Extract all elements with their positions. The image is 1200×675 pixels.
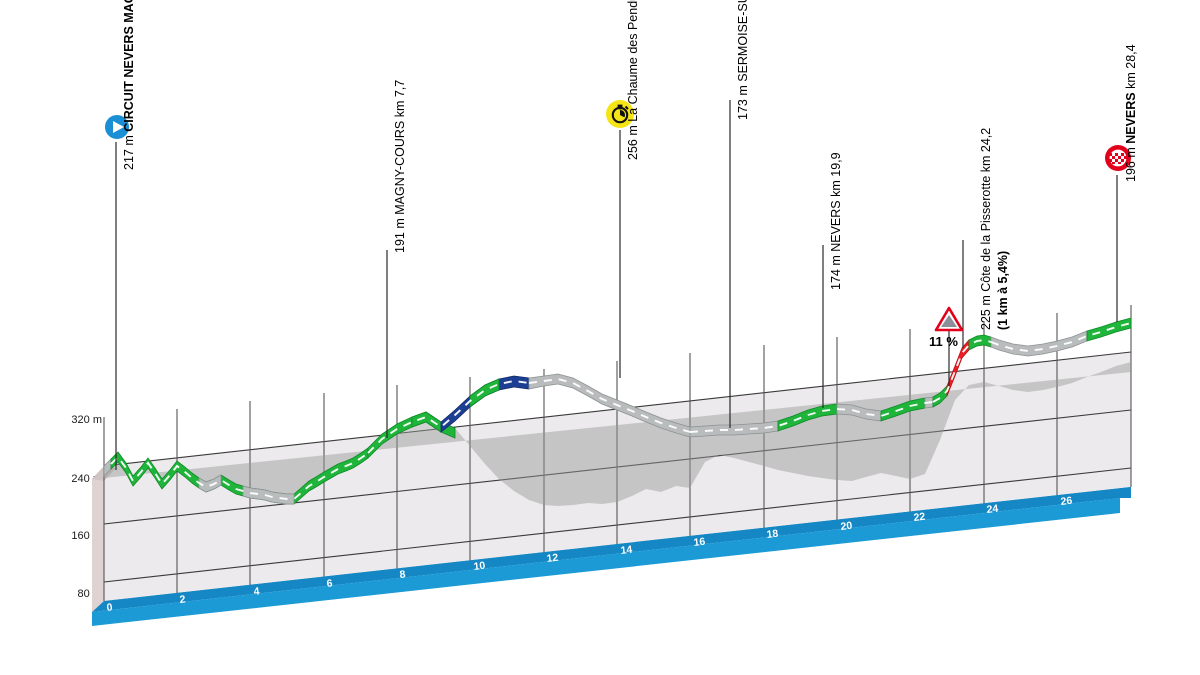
start-name: CIRCUIT NEVERS MAGNY-COURS	[122, 0, 136, 132]
km-tick-16: 16	[692, 535, 706, 549]
finish-km: km 28,4	[1124, 44, 1138, 89]
magny-cours-name: MAGNY-COURS	[393, 120, 407, 215]
km-tick-18: 18	[766, 527, 780, 541]
sprint-label: 256 m La Chaume des Pendus km 14	[626, 0, 640, 160]
y-axis-label-320: 320 m	[71, 414, 102, 426]
km-tick-12: 12	[546, 551, 560, 566]
cote-km: km 24,2	[979, 127, 993, 173]
km-tick-28: 28	[1133, 486, 1146, 500]
sprint-name: La Chaume des Pendus	[626, 0, 640, 122]
annotation-leader-lines	[115, 100, 1118, 470]
cote-altitude: 225 m	[979, 295, 993, 330]
sermoise-name: SERMOISE-SUR-LOIRE / CHALLUY	[736, 0, 750, 82]
km-axis-band	[92, 487, 1131, 626]
start-flag-icon	[103, 113, 131, 146]
finish-flag-icon	[1104, 144, 1132, 177]
magny-cours-altitude: 191 m	[393, 218, 407, 253]
cote-detail: (1 km à 5,4%)	[996, 250, 1010, 330]
sprint-altitude: 256 m	[626, 125, 640, 160]
km-tick-0: 0	[106, 601, 114, 614]
km-tick-26: 26	[1059, 494, 1073, 509]
finish-altitude: 196 m	[1124, 147, 1138, 182]
km-tick-22: 22	[912, 511, 926, 525]
finish-name: NEVERS	[1124, 92, 1138, 144]
gradient-value-label: 11 %	[929, 334, 958, 349]
sprint-stopwatch-icon	[605, 99, 635, 134]
magny-cours-label: 191 m MAGNY-COURS km 7,7	[393, 80, 407, 253]
km-tick-14: 14	[619, 543, 633, 557]
km-tick-4: 4	[252, 585, 260, 598]
sermoise-altitude: 173 m	[736, 85, 750, 120]
road-ribbon	[103, 317, 1132, 506]
km-tick-10: 10	[472, 559, 486, 574]
start-altitude: 217 m	[122, 135, 136, 170]
sermoise-label: 173 m SERMOISE-SUR-LOIRE / CHALLUY km 17…	[736, 0, 750, 120]
km-tick-24: 24	[986, 502, 1000, 517]
magny-cours-km: km 7,7	[393, 79, 407, 118]
km-tick-6: 6	[326, 576, 334, 590]
nevers-mid-name: NEVERS	[829, 200, 843, 252]
start-label: 217 m CIRCUIT NEVERS MAGNY-COURS km 0	[122, 0, 136, 170]
cote-pisserotte-label-line1: 225 m Côte de la Pisserotte km 24,2	[979, 128, 993, 330]
nevers-mid-km: km 19,9	[829, 152, 843, 197]
nevers-mid-altitude: 174 m	[829, 255, 843, 290]
nevers-mid-label: 174 m NEVERS km 19,9	[829, 152, 843, 290]
km-tick-20: 20	[839, 519, 853, 533]
cote-name: Côte de la Pisserotte	[979, 175, 993, 292]
finish-label: 196 m NEVERS km 28,4	[1124, 44, 1138, 182]
steep-gradient-warning-icon	[934, 306, 964, 337]
cote-pisserotte-label-line2: (1 km à 5,4%)	[996, 251, 1010, 330]
